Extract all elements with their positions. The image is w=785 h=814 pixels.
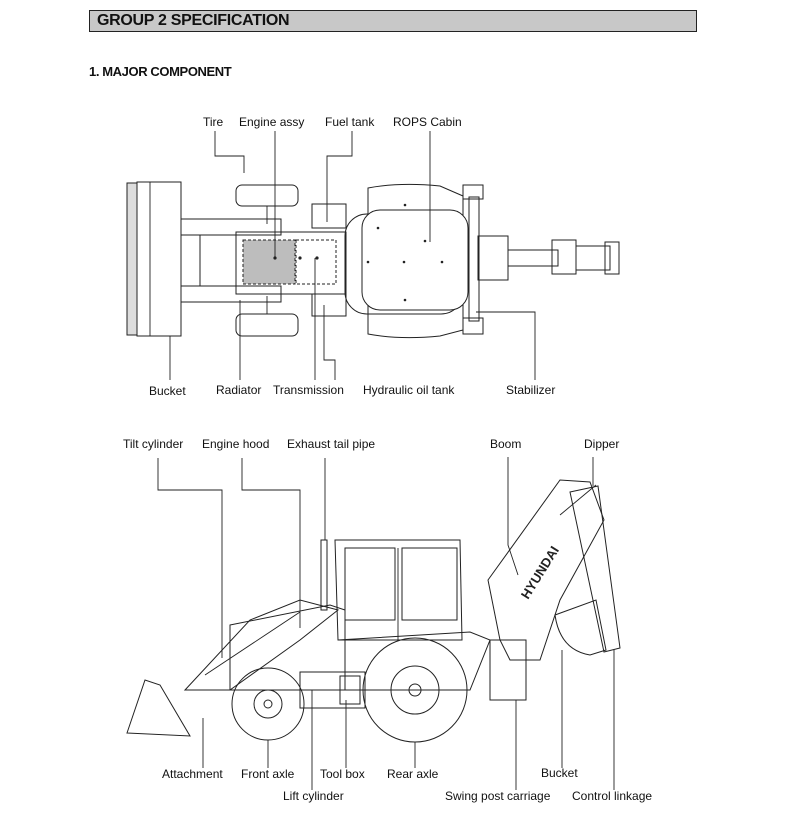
label-boom: Boom (490, 437, 522, 451)
label-dipper: Dipper (584, 437, 620, 451)
label-stabilizer: Stabilizer (506, 383, 556, 397)
label-engine-hood: Engine hood (202, 437, 270, 451)
label-attachment: Attachment (162, 767, 223, 781)
group-header: GROUP 2 SPECIFICATION (89, 10, 697, 32)
label-transmission: Transmission (273, 383, 344, 397)
label-rear-axle: Rear axle (387, 767, 439, 781)
label-fuel-tank: Fuel tank (325, 115, 375, 129)
label-tool-box: Tool box (320, 767, 365, 781)
label-engine-assy: Engine assy (239, 115, 305, 129)
label-tire: Tire (203, 115, 224, 129)
section-title: 1. MAJOR COMPONENT (89, 64, 232, 79)
label-tilt-cylinder: Tilt cylinder (123, 437, 184, 451)
label-exhaust-tail-pipe: Exhaust tail pipe (287, 437, 376, 451)
label-lift-cylinder: Lift cylinder (283, 789, 344, 803)
label-radiator: Radiator (216, 383, 262, 397)
group-title: GROUP 2 SPECIFICATION (97, 12, 290, 29)
label-rops-cabin: ROPS Cabin (393, 115, 462, 129)
label-swing-post-carriage: Swing post carriage (445, 789, 551, 803)
label-control-linkage: Control linkage (572, 789, 653, 803)
label-front-axle: Front axle (241, 767, 295, 781)
top-view-diagram (126, 131, 620, 380)
label-bucket-side: Bucket (541, 766, 578, 780)
brand-mark: HYUNDAI (518, 543, 562, 601)
label-bucket-top: Bucket (149, 384, 186, 398)
label-hydraulic-oil-tank: Hydraulic oil tank (363, 383, 455, 397)
